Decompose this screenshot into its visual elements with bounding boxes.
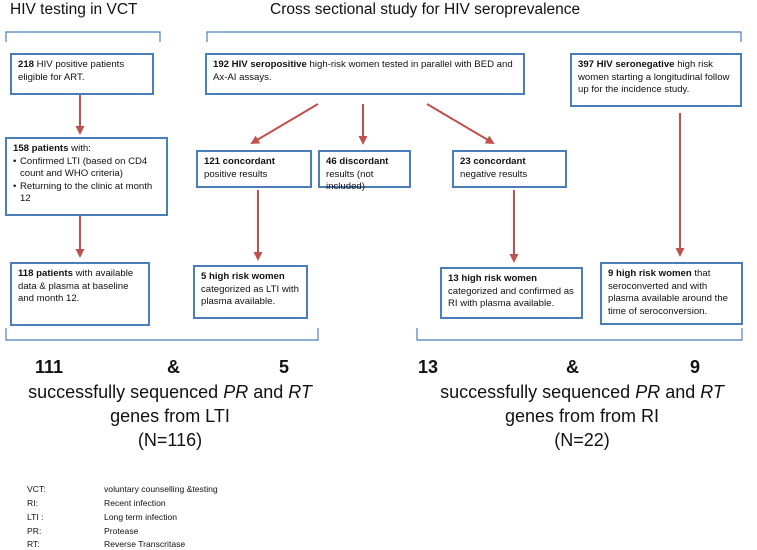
legend-abbr-rt: RT: [27,539,40,549]
legend-abbr-lti: LTI : [27,512,44,522]
box-192-number: 192 HIV seropositive [213,59,307,70]
legend-desc-rt: Reverse Transcritase [104,539,186,549]
box-13-high-risk-women: 13 high risk women categorized and confi… [440,267,583,319]
summary-right-pr: PR [635,382,661,402]
box-118-text: with available data & plasma at baseline… [18,268,134,305]
box-23-text: negative results [460,168,528,180]
box-46-text: results (not included) [326,168,374,193]
summary-left-line-3: (N=116) [137,430,203,450]
summary-left-rt: RT [288,382,312,402]
summary-left-number-2: 5 [279,357,290,377]
summary-right-line-1: successfully sequenced PR and RT [432,382,732,403]
legend-desc-lti: Long term infection [104,512,178,522]
box-158-patients: 158 patients with: Confirmed LTI (based … [5,137,168,216]
box-158-bullet-2: Returning to the clinic at month 12 [13,181,160,206]
summary-right-number-2: 9 [690,357,701,377]
box-121-concordant: 121 concordant positive results [196,150,312,188]
bracket-top-right [206,31,742,42]
arrow-192-to-23 [426,103,495,145]
box-9-text: that seroconverted and with plasma avail… [608,268,729,317]
box-218-number: 218 [18,59,35,70]
legend-desc-ri: Recent infection [104,498,166,508]
bracket-bottom-right [416,328,743,341]
box-192-seropositive: 192 HIV seropositive high-risk women tes… [205,53,525,95]
box-158-bullet-1: Confirmed LTI (based on CD4 count and WH… [13,156,160,181]
summary-right-line-2: genes from from RI [504,406,660,426]
box-121-number: 121 concordant [204,156,275,167]
box-9-number: 9 high risk women [608,268,692,279]
box-397-number: 397 HIV seronegative [578,59,675,70]
legend-desc-vct: voluntary counselling &testing [104,484,218,494]
box-397-text: high risk women starting a longitudinal … [578,59,730,96]
header-cross-sectional-study: Cross sectional study for HIV seropreval… [270,1,581,18]
box-23-number: 23 concordant [460,156,526,167]
box-13-text: categorized and confirmed as RI with pla… [448,285,574,310]
legend-desc-pr: Protease [104,526,139,536]
box-158-number: 158 patients [13,143,69,154]
summary-left-number-1: 111 [35,357,64,377]
box-397-seronegative: 397 HIV seronegative high risk women sta… [570,53,742,107]
summary-left-ampersand: & [167,357,180,377]
bracket-top-left [5,31,161,42]
header-hiv-testing-vct: HIV testing in VCT [10,1,138,18]
box-9-high-risk-women: 9 high risk women that seroconverted and… [600,262,743,325]
summary-left-sequenced: successfully sequenced [28,382,224,402]
summary-right-and: and [660,382,701,402]
legend-abbr-ri: RI: [27,498,38,508]
legend-abbr-pr: PR: [27,526,42,536]
box-5-number: 5 high risk women [201,271,285,282]
arrow-192-to-121 [250,103,319,145]
summary-left-and: and [248,382,289,402]
box-158-text: with: [68,143,91,154]
summary-right-ampersand: & [566,357,579,377]
box-218-text: HIV positive patients eligible for ART. [18,59,125,83]
box-5-high-risk-women: 5 high risk women categorized as LTI wit… [193,265,308,319]
box-13-number: 13 high risk women [448,273,538,284]
summary-right-line-3: (N=22) [554,430,610,450]
box-118-patients: 118 patients with available data & plasm… [10,262,150,326]
summary-left-line-1: successfully sequenced PR and RT [20,382,320,403]
box-218-hiv-positive: 218 HIV positive patients eligible for A… [10,53,154,95]
summary-left-line-2: genes from LTI [110,406,230,426]
box-5-text: categorized as LTI with plasma available… [201,283,299,308]
legend-abbr-vct: VCT: [27,484,46,494]
summary-right-rt: RT [700,382,724,402]
box-121-text: positive results [204,168,268,180]
box-118-number: 118 patients [18,268,73,279]
summary-left-pr: PR [223,382,249,402]
box-23-concordant: 23 concordant negative results [452,150,567,188]
summary-right-sequenced: successfully sequenced [440,382,636,402]
box-192-text: high-risk women tested in parallel with … [213,59,513,83]
box-46-number: 46 discordant [326,156,389,167]
summary-right-number-1: 13 [418,357,439,377]
box-46-discordant: 46 discordant results (not included) [318,150,411,192]
bracket-bottom-left [5,328,319,341]
